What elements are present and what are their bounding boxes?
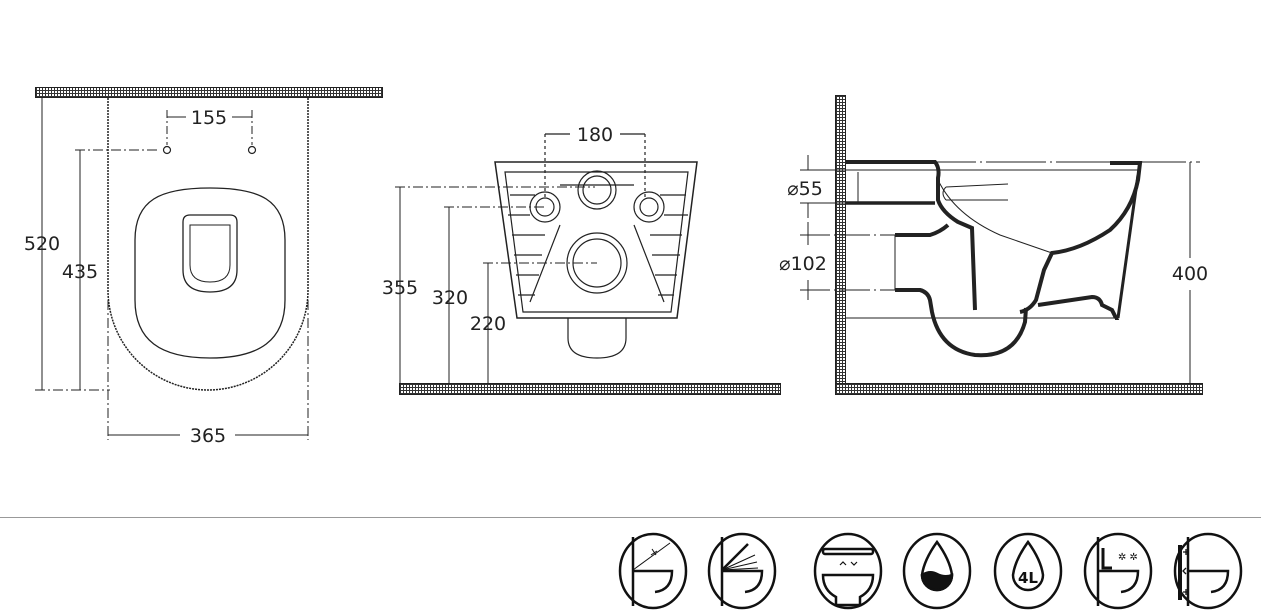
side-view [800, 155, 1200, 383]
easy-clean-glaze-icon: ✲ ✲ [1083, 532, 1153, 610]
floor-band-side-view [835, 383, 1203, 395]
dim-520: 520 [24, 233, 60, 255]
dim-435: 435 [62, 261, 98, 283]
seat-outline [134, 187, 286, 359]
fixing-hole-right [247, 145, 257, 155]
pan-outline-front [494, 161, 698, 319]
dim-220: 220 [470, 313, 506, 335]
bowl-opening [182, 214, 238, 293]
svg-text:✲ ✲: ✲ ✲ [1118, 552, 1138, 563]
dim-320: 320 [432, 287, 468, 309]
toilet-outline-top [107, 98, 309, 391]
front-view [395, 133, 698, 383]
4-litre-flush-icon: 4L [993, 532, 1063, 610]
quick-release-seat-icon [707, 532, 777, 610]
wall-band-top-view [35, 87, 383, 98]
rimless-bowl-icon [813, 532, 883, 610]
concealed-fixing-icon [1173, 532, 1243, 610]
dim-diameter-102: ⌀102 [779, 253, 827, 275]
top-view [35, 98, 309, 440]
dim-155: 155 [191, 107, 227, 129]
fixing-hole-left [162, 145, 172, 155]
flush-volume-label: 4L [1018, 569, 1038, 587]
floor-band-front-view [399, 383, 781, 395]
water-saving-icon [902, 532, 972, 610]
dim-diameter-55: ⌀55 [787, 178, 823, 200]
section-divider [0, 517, 1261, 518]
dim-180: 180 [577, 124, 613, 146]
dim-400: 400 [1172, 263, 1208, 285]
outlet-circle [566, 232, 628, 294]
dim-365: 365 [190, 425, 226, 447]
bowl-section [846, 160, 977, 311]
dim-355: 355 [382, 277, 418, 299]
soft-close-seat-icon [618, 532, 688, 610]
inlet-circle [577, 170, 617, 210]
